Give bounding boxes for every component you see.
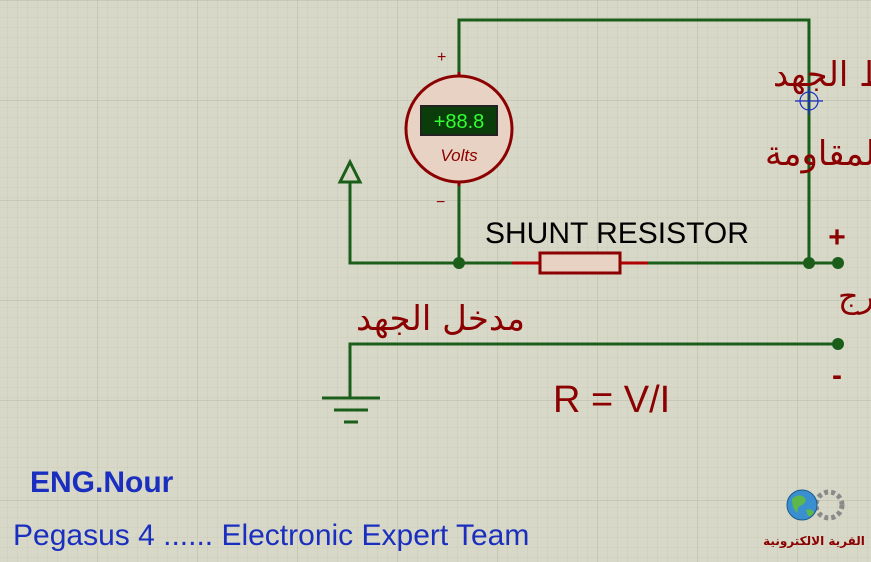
team-credit: Pegasus 4 ...... Electronic Expert Team xyxy=(13,519,529,552)
heading-line1: قياس هبوط الجهد xyxy=(773,55,871,95)
output-label: المخرج xyxy=(838,277,871,315)
formula: R = V/I xyxy=(553,379,670,421)
voltmeter-minus-sign: − xyxy=(436,194,445,211)
output-plus-sign: + xyxy=(828,221,846,254)
shunt-resistor[interactable] xyxy=(512,251,648,275)
power-terminal-arrow-icon xyxy=(337,158,363,184)
resistor-label: SHUNT RESISTOR xyxy=(485,217,749,250)
voltmeter-unit: Volts xyxy=(440,146,478,165)
junction-left xyxy=(453,257,465,269)
junction-right xyxy=(803,257,815,269)
logo: القرية الالكترونية xyxy=(763,489,865,549)
output-minus-terminal[interactable] xyxy=(832,338,844,350)
resistor-body xyxy=(538,251,622,275)
voltmeter-reading: +88.8 xyxy=(434,111,485,133)
voltmeter-plus-sign: + xyxy=(437,49,446,66)
logo-text: القرية الالكترونية xyxy=(763,534,865,549)
voltmeter-display xyxy=(420,105,498,136)
input-label: مدخل الجهد xyxy=(356,299,525,339)
voltmeter[interactable]: +88.8 Volts xyxy=(404,72,514,186)
crosshair-icon xyxy=(795,87,823,115)
output-plus-terminal[interactable] xyxy=(832,257,844,269)
author-name: ENG.Nour xyxy=(30,466,174,499)
globe-gear-icon xyxy=(786,489,845,521)
ground-symbol-icon xyxy=(322,396,380,424)
heading-line2: على المقاومة xyxy=(765,134,871,174)
output-minus-sign: - xyxy=(832,359,842,392)
wire-top-loop xyxy=(457,18,811,265)
